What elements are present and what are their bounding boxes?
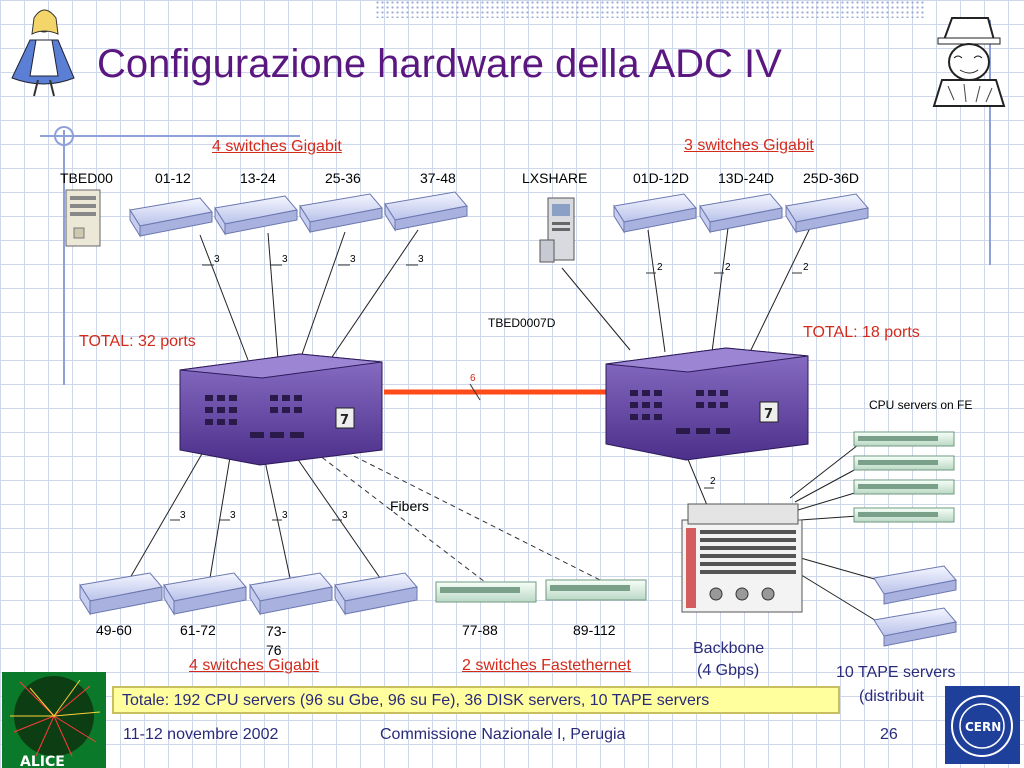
router-2: 7: [605, 347, 809, 461]
alice-logo: ALICE: [0, 672, 108, 768]
switch-label-61-72: 61-72: [180, 622, 216, 638]
bottom-left-footer: 4 switches Gigabit: [189, 657, 319, 674]
backbone-link-count: 2: [710, 476, 716, 487]
fibers-label: Fibers: [390, 498, 429, 514]
footer-date: 11-12 novembre 2002: [123, 726, 279, 743]
cpu-servers-label: CPU servers on FE: [869, 398, 973, 412]
tape-servers-label: 10 TAPE servers: [836, 664, 956, 681]
links-bottom-left: [129, 439, 381, 579]
tape-servers-distrib: (distribuit: [859, 688, 924, 705]
links-top-right: [561, 227, 811, 353]
link-count: 3: [282, 254, 288, 265]
top-left-header: 4 switches Gigabit: [212, 138, 342, 155]
switch-label-25d-36d: 25D-36D: [803, 170, 860, 186]
page-number: 26: [880, 726, 898, 743]
total-summary-text: Totale: 192 CPU servers (96 su Gbe, 96 s…: [122, 692, 710, 709]
link-count: 2: [725, 262, 731, 273]
tape-switches: [873, 565, 957, 647]
backbone-speed: (4 Gbps): [697, 662, 760, 679]
mad-hatter-illustration: [924, 10, 1019, 110]
switch-label-37-48: 37-48: [420, 170, 456, 186]
backbone-rack: [681, 503, 803, 613]
fast-ethernet-switches: [435, 579, 647, 603]
switch-label-49-60: 49-60: [96, 622, 132, 638]
link-count: 2: [803, 262, 809, 273]
fiber-links: [314, 443, 601, 583]
alice-illustration: [0, 0, 80, 100]
switch-label-13d-24d: 13D-24D: [718, 170, 775, 186]
lxshare-label: LXSHARE: [522, 170, 588, 186]
link-count: 3: [282, 510, 288, 521]
links-top-left: [199, 229, 419, 361]
top-right-header: 3 switches Gigabit: [684, 137, 814, 154]
trunk-count: 6: [470, 373, 476, 384]
switch-label-01-12: 01-12: [155, 170, 191, 186]
backbone-label: Backbone: [693, 640, 765, 657]
link-count: 3: [342, 510, 348, 521]
lxshare-server-icon: [539, 197, 575, 263]
alice-logo-text: ALICE: [20, 754, 65, 768]
cpu-servers-fe: [853, 431, 955, 523]
link-count: 3: [230, 510, 236, 521]
switch-label-89-112: 89-112: [573, 622, 616, 638]
link-count: 3: [214, 254, 220, 265]
switch-label-77-88: 77-88: [462, 622, 498, 638]
switch-label-25-36: 25-36: [325, 170, 361, 186]
total-summary-box: Totale: 192 CPU servers (96 su Gbe, 96 s…: [112, 686, 840, 714]
bottom-left-switches: [79, 572, 418, 616]
link-count: 3: [350, 254, 356, 265]
svg-text:7: 7: [764, 407, 773, 422]
slide-title: Configurazione hardware della ADC IV: [97, 42, 782, 86]
top-left-switches: [129, 191, 468, 238]
router-1: 7: [179, 353, 383, 466]
switch-label-73-76: 73- 76: [266, 623, 287, 658]
svg-text:7: 7: [340, 413, 349, 428]
top-right-total: TOTAL: 18 ports: [803, 324, 920, 341]
cern-logo-text: CERN: [965, 720, 1001, 734]
switch-label-13-24: 13-24: [240, 170, 276, 186]
link-count: 3: [180, 510, 186, 521]
footer-event: Commissione Nazionale I, Perugia: [380, 726, 626, 743]
fast-ethernet-footer: 2 switches Fastethernet: [462, 657, 631, 674]
decorative-dot-band: [375, 0, 925, 18]
router-label-tbed0007d: TBED0007D: [488, 316, 556, 330]
link-count: 2: [657, 262, 663, 273]
tbed00-label: TBED00: [60, 170, 113, 186]
tbed00-pc-icon: [65, 189, 101, 247]
top-right-switches: [613, 193, 869, 234]
top-left-total: TOTAL: 32 ports: [79, 333, 196, 350]
link-count: 3: [418, 254, 424, 265]
cern-logo: CERN: [945, 686, 1020, 764]
switch-label-01d-12d: 01D-12D: [633, 170, 690, 186]
